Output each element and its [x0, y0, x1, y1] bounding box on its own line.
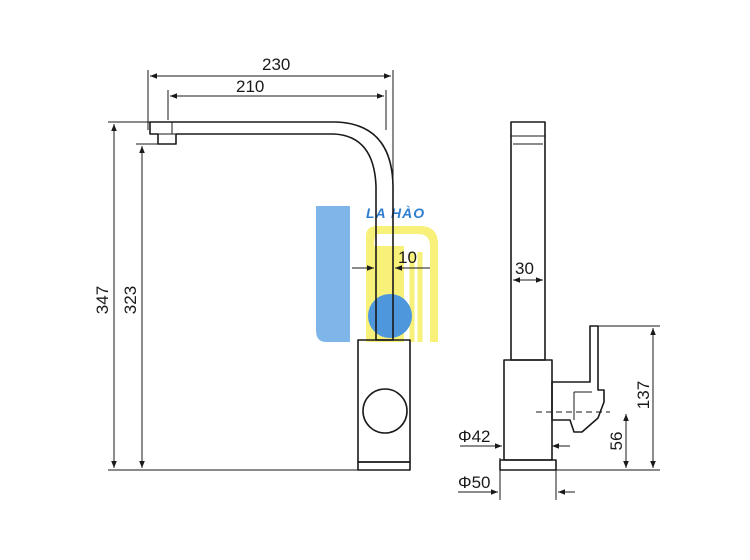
side-spout-column [510, 121, 546, 361]
logo-blue-dot [368, 294, 412, 338]
dim-spout-reach: 210 [236, 77, 264, 96]
logo-blue-shape [316, 206, 350, 342]
side-view: 30 137 56 Φ42 Φ50 [458, 121, 660, 500]
side-body [503, 359, 553, 461]
side-handle [551, 325, 605, 433]
logo-text: LA HÀO [366, 205, 425, 221]
dim-spout-height: 323 [121, 286, 140, 314]
faucet-base [357, 461, 411, 471]
side-base [499, 459, 557, 471]
dim-handle-axis-height: 56 [607, 432, 626, 451]
logo-yellow-arc [366, 226, 438, 342]
watermark-logo: LA HÀO [316, 205, 438, 342]
dim-total-height: 347 [93, 286, 112, 314]
dim-handle-height: 137 [634, 381, 653, 409]
spout-outline [149, 121, 394, 341]
handle-knob [362, 388, 408, 434]
dim-total-reach: 230 [262, 55, 290, 74]
front-view: 230 210 10 347 323 [93, 55, 430, 471]
dim-pipe-width: 10 [398, 248, 417, 267]
dim-body-diameter: Φ42 [458, 427, 490, 446]
dim-body-width: 30 [515, 259, 534, 278]
dim-base-diameter: Φ50 [458, 473, 490, 492]
